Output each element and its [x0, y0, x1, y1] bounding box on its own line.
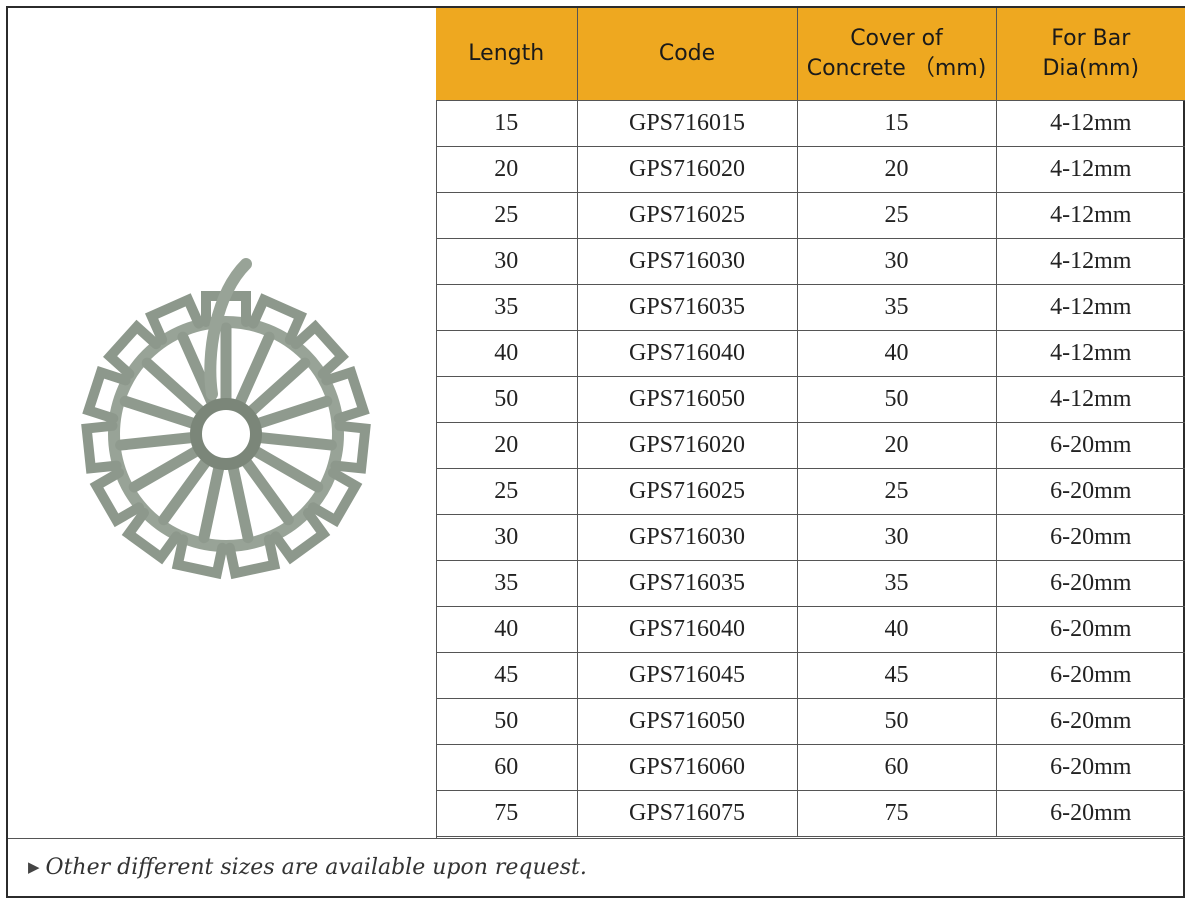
cell-bar-dia: 6-20mm: [996, 422, 1185, 469]
cell-cover: 30: [797, 514, 997, 561]
triangle-right-icon: ▶: [28, 858, 40, 876]
cell-code: GPS716075: [577, 790, 798, 837]
cell-bar-dia: 6-20mm: [996, 744, 1185, 791]
cell-cover: 60: [797, 744, 997, 791]
cell-length: 25: [436, 192, 578, 239]
cell-code: GPS716020: [577, 146, 798, 193]
cell-length: 35: [436, 284, 578, 331]
cell-cover: 40: [797, 330, 997, 377]
cell-code: GPS716025: [577, 192, 798, 239]
cell-code: GPS716015: [577, 100, 798, 147]
product-image-panel: [8, 8, 437, 838]
wheel-spacer-image: [81, 258, 371, 580]
cell-cover: 15: [797, 100, 997, 147]
cell-code: GPS716045: [577, 652, 798, 699]
cell-code: GPS716050: [577, 698, 798, 745]
cell-length: 30: [436, 238, 578, 285]
cell-cover: 50: [797, 376, 997, 423]
cell-cover: 50: [797, 698, 997, 745]
cell-cover: 75: [797, 790, 997, 837]
cell-code: GPS716025: [577, 468, 798, 515]
cell-bar-dia: 6-20mm: [996, 698, 1185, 745]
cell-bar-dia: 6-20mm: [996, 790, 1185, 837]
cell-cover: 35: [797, 284, 997, 331]
cell-cover: 45: [797, 652, 997, 699]
cell-code: GPS716030: [577, 238, 798, 285]
cell-cover: 25: [797, 468, 997, 515]
cell-cover: 40: [797, 606, 997, 653]
header-code: Code: [577, 8, 798, 101]
cell-code: GPS716035: [577, 284, 798, 331]
cell-bar-dia: 4-12mm: [996, 284, 1185, 331]
cell-length: 20: [436, 422, 578, 469]
cell-code: GPS716035: [577, 560, 798, 607]
header-length: Length: [436, 8, 578, 101]
cell-code: GPS716020: [577, 422, 798, 469]
cell-length: 50: [436, 376, 578, 423]
cell-bar-dia: 4-12mm: [996, 146, 1185, 193]
cell-cover: 25: [797, 192, 997, 239]
cell-length: 50: [436, 698, 578, 745]
cell-cover: 35: [797, 560, 997, 607]
cell-bar-dia: 4-12mm: [996, 376, 1185, 423]
cell-bar-dia: 6-20mm: [996, 652, 1185, 699]
cell-length: 40: [436, 606, 578, 653]
cell-bar-dia: 6-20mm: [996, 514, 1185, 561]
cell-code: GPS716050: [577, 376, 798, 423]
cell-bar-dia: 4-12mm: [996, 192, 1185, 239]
cell-length: 20: [436, 146, 578, 193]
cell-length: 35: [436, 560, 578, 607]
cell-length: 30: [436, 514, 578, 561]
cell-code: GPS716060: [577, 744, 798, 791]
cell-bar-dia: 4-12mm: [996, 330, 1185, 377]
cell-code: GPS716030: [577, 514, 798, 561]
cell-length: 75: [436, 790, 578, 837]
cell-length: 45: [436, 652, 578, 699]
cell-cover: 20: [797, 422, 997, 469]
cell-bar-dia: 6-20mm: [996, 468, 1185, 515]
cell-bar-dia: 6-20mm: [996, 560, 1185, 607]
footer-note-text: Other different sizes are available upon…: [45, 855, 587, 880]
cell-length: 40: [436, 330, 578, 377]
cell-bar-dia: 6-20mm: [996, 606, 1185, 653]
cell-bar-dia: 4-12mm: [996, 238, 1185, 285]
cell-code: GPS716040: [577, 606, 798, 653]
footer-note: ▶ Other different sizes are available upo…: [8, 838, 1183, 896]
cell-cover: 30: [797, 238, 997, 285]
cell-bar-dia: 4-12mm: [996, 100, 1185, 147]
cell-length: 15: [436, 100, 578, 147]
cell-length: 60: [436, 744, 578, 791]
cell-cover: 20: [797, 146, 997, 193]
cell-length: 25: [436, 468, 578, 515]
cell-code: GPS716040: [577, 330, 798, 377]
